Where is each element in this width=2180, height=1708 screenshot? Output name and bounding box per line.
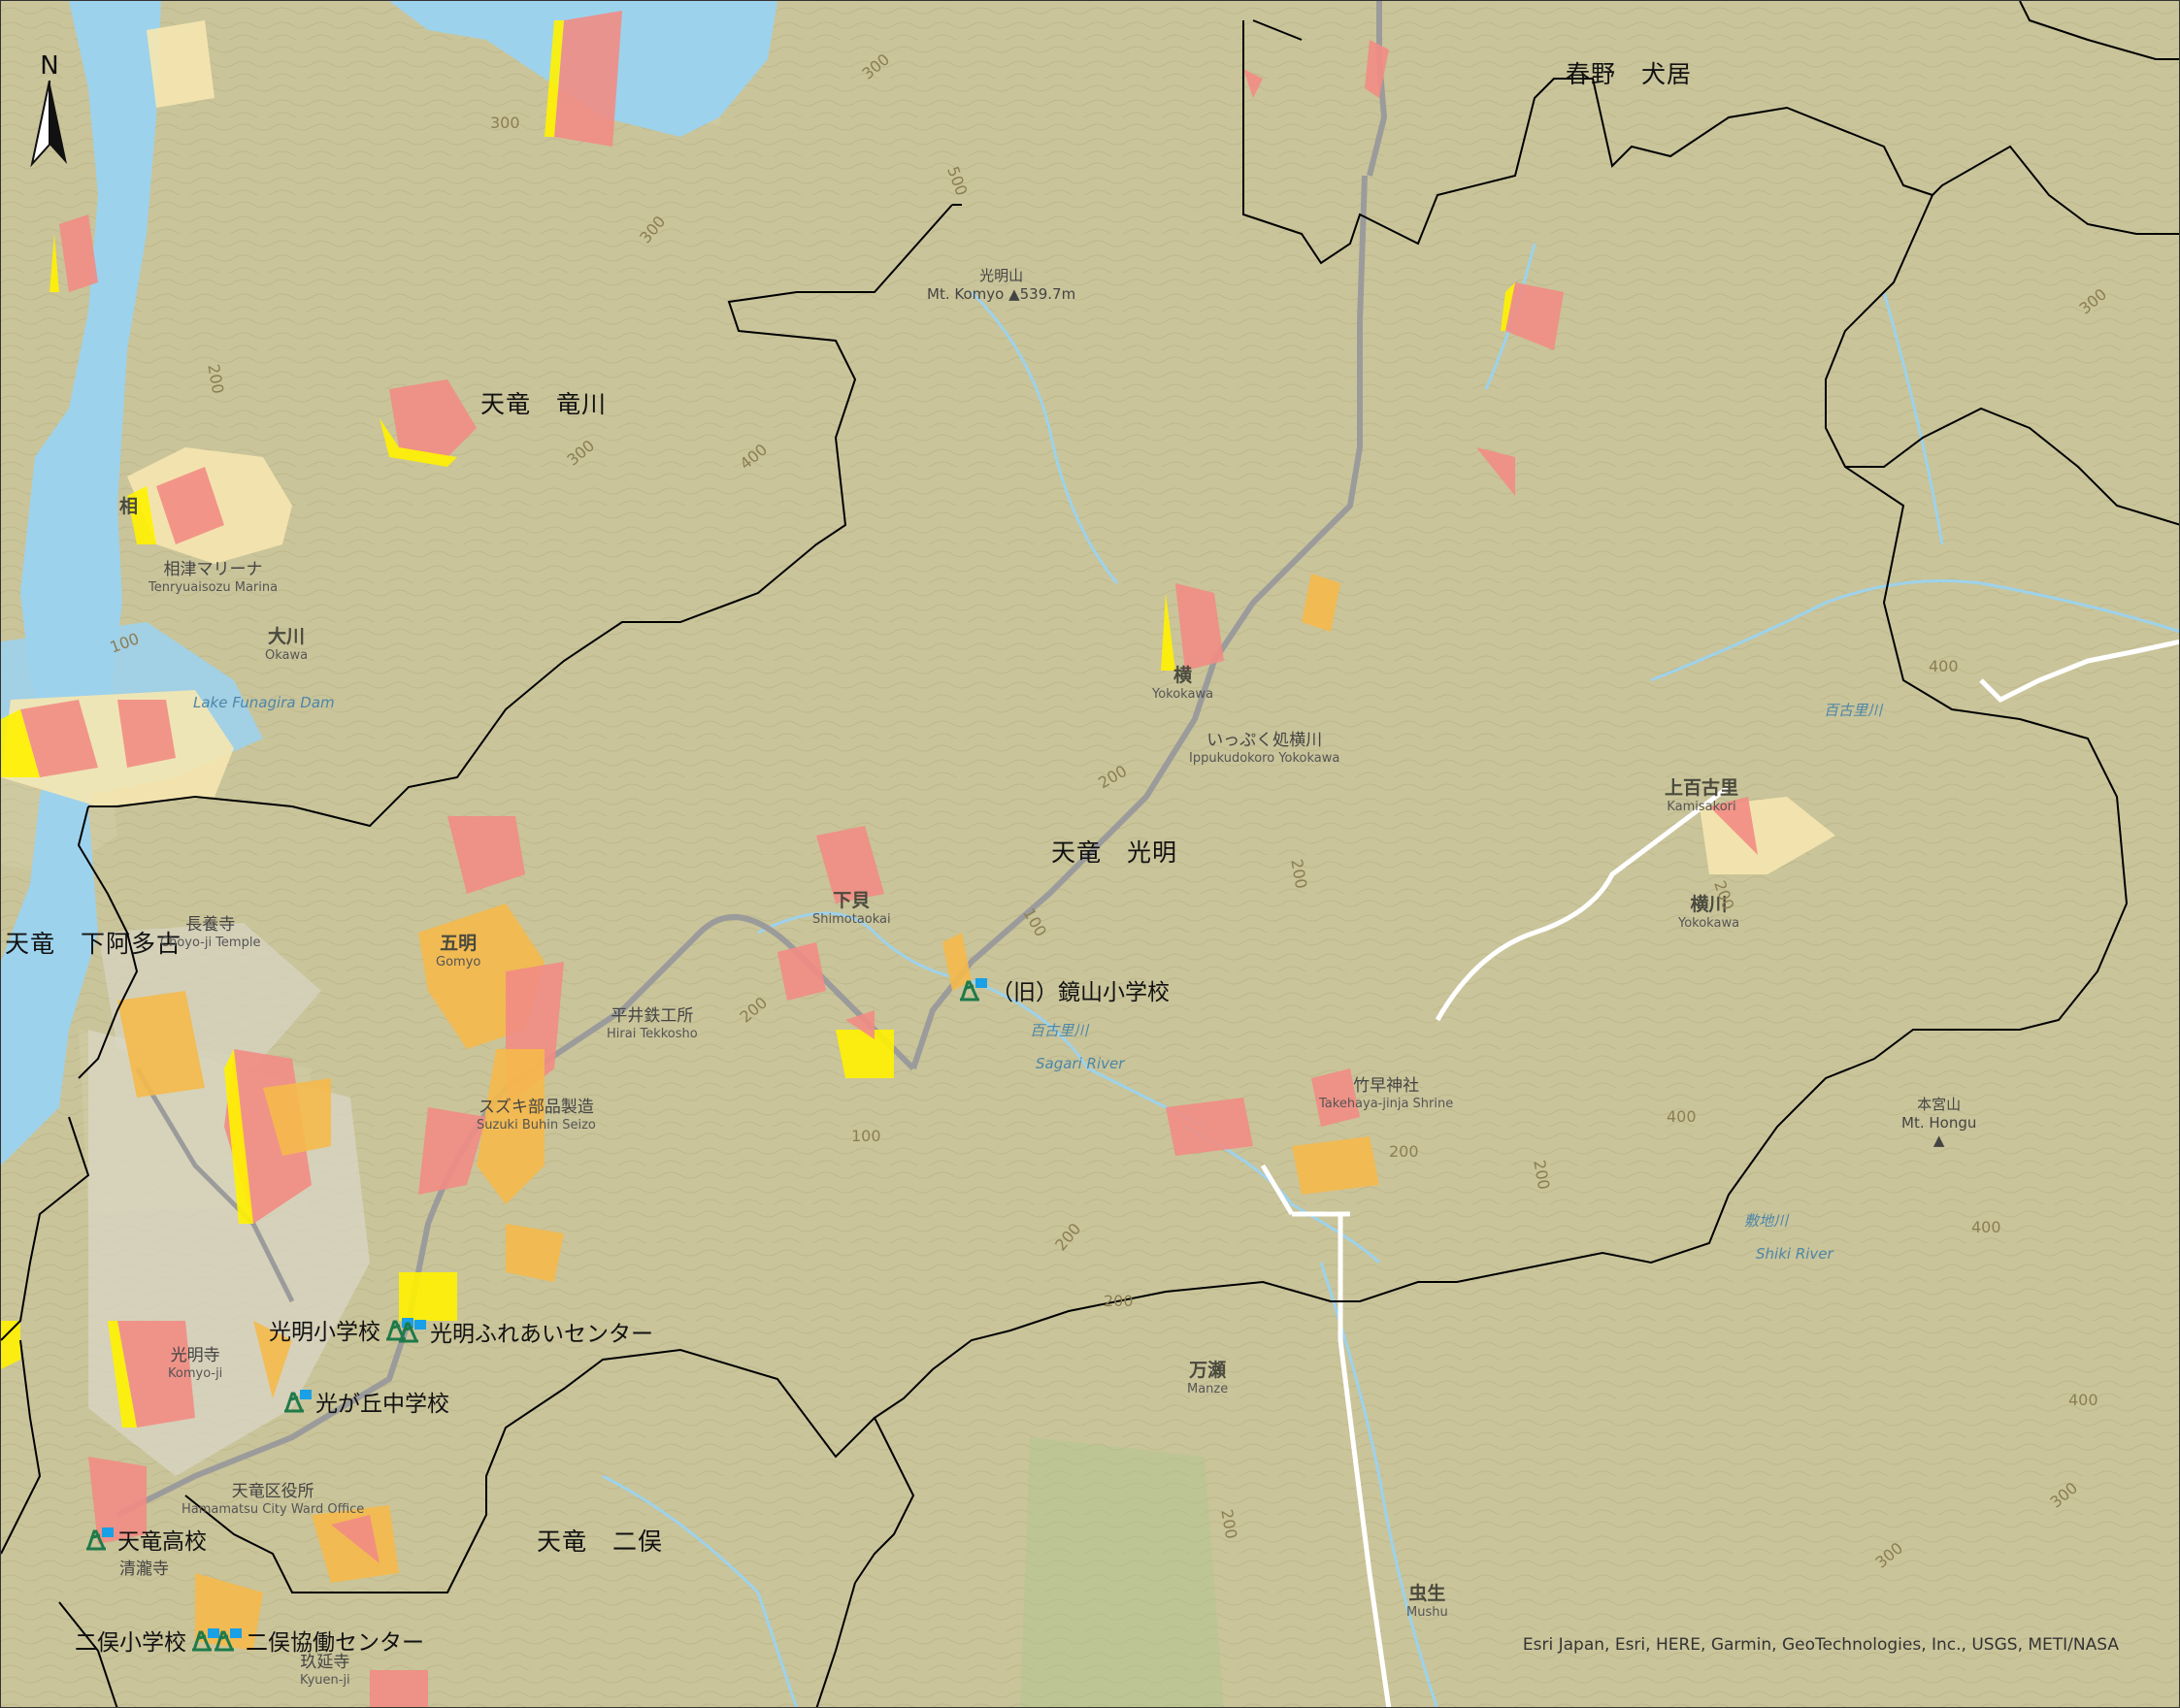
- area-label-tenryu-komyo: 天竜 光明: [1051, 838, 1178, 867]
- water-shiki-river-ja: 敷地川: [1744, 1212, 1789, 1230]
- facility-hikarigaoka-junior-high[interactable]: 光が丘中学校: [282, 1385, 449, 1418]
- area-label-haruno-inui: 春野 犬居: [1566, 60, 1693, 88]
- contour-label: 400: [2068, 1391, 2098, 1409]
- area-label-tenryu-futamata: 天竜 二俣: [537, 1527, 664, 1556]
- place-ai: 相: [119, 496, 139, 517]
- peak-mt-hongu: 本宮山 Mt. Hongu ▲: [1901, 1096, 1977, 1149]
- tenryu-river: [1, 1, 161, 1166]
- school-icon: [86, 1529, 106, 1551]
- facility-futamata-kyodo-center[interactable]: 二俣協働センター: [213, 1624, 424, 1657]
- water-shiki-river: Shiki River: [1756, 1245, 1833, 1263]
- contour-label: 200: [1104, 1292, 1134, 1310]
- contour-label: 300: [490, 114, 520, 132]
- streams: [602, 243, 2179, 1707]
- north-label: N: [40, 51, 59, 81]
- community-center-icon: [399, 1322, 418, 1343]
- north-arrow: N: [30, 51, 69, 178]
- school-icon: [960, 980, 979, 1002]
- facility-former-kagamiyama-school[interactable]: （旧）鏡山小学校: [958, 973, 1170, 1006]
- facility-komyo-fureai-center[interactable]: 光明ふれあいセンター: [397, 1315, 653, 1348]
- contour-label: 200: [1389, 1142, 1419, 1161]
- community-center-icon: [215, 1630, 234, 1652]
- flag-icon: [102, 1527, 114, 1537]
- facility-komyo-elementary[interactable]: 光明小学校: [269, 1313, 417, 1346]
- feature-seiryu-ji: 清瀧寺: [119, 1560, 169, 1579]
- facility-tenryu-high[interactable]: 天竜高校: [84, 1523, 207, 1556]
- school-icon: [192, 1630, 212, 1652]
- water-lake-funagira: Lake Funagira Dam: [193, 694, 335, 711]
- water-sakori-river-ja: 百古里川: [1030, 1022, 1089, 1039]
- contour-label: 400: [1667, 1107, 1697, 1126]
- contour-label: 400: [1971, 1218, 2001, 1236]
- triangle-icon: ▲: [1008, 285, 1020, 303]
- north-arrow-icon: [30, 80, 67, 168]
- hazard-areas: [1, 11, 1835, 1707]
- flag-icon: [300, 1390, 312, 1399]
- area-label-tenryu-tatsukawa: 天竜 竜川: [480, 390, 608, 418]
- water-sagari-river: Sagari River: [1036, 1055, 1125, 1072]
- facility-futamata-elementary[interactable]: 二俣小学校: [75, 1624, 223, 1657]
- peak-mt-komyo: 光明山 Mt. Komyo ▲539.7m: [927, 267, 1076, 303]
- flag-icon: [230, 1628, 242, 1638]
- flag-icon: [975, 978, 987, 988]
- flag-icon: [208, 1628, 219, 1638]
- contour-label: 400: [1929, 657, 1959, 675]
- water-sakori-river-east: 百古里川: [1824, 702, 1883, 719]
- map-attribution: Esri Japan, Esri, HERE, Garmin, GeoTechn…: [1522, 1635, 2119, 1655]
- flag-icon: [414, 1320, 426, 1330]
- school-icon: [284, 1392, 304, 1413]
- triangle-icon: ▲: [1932, 1132, 1945, 1149]
- contour-label: 100: [851, 1127, 881, 1145]
- area-label-tenryu-shimoatago: 天竜 下阿多古: [5, 930, 182, 958]
